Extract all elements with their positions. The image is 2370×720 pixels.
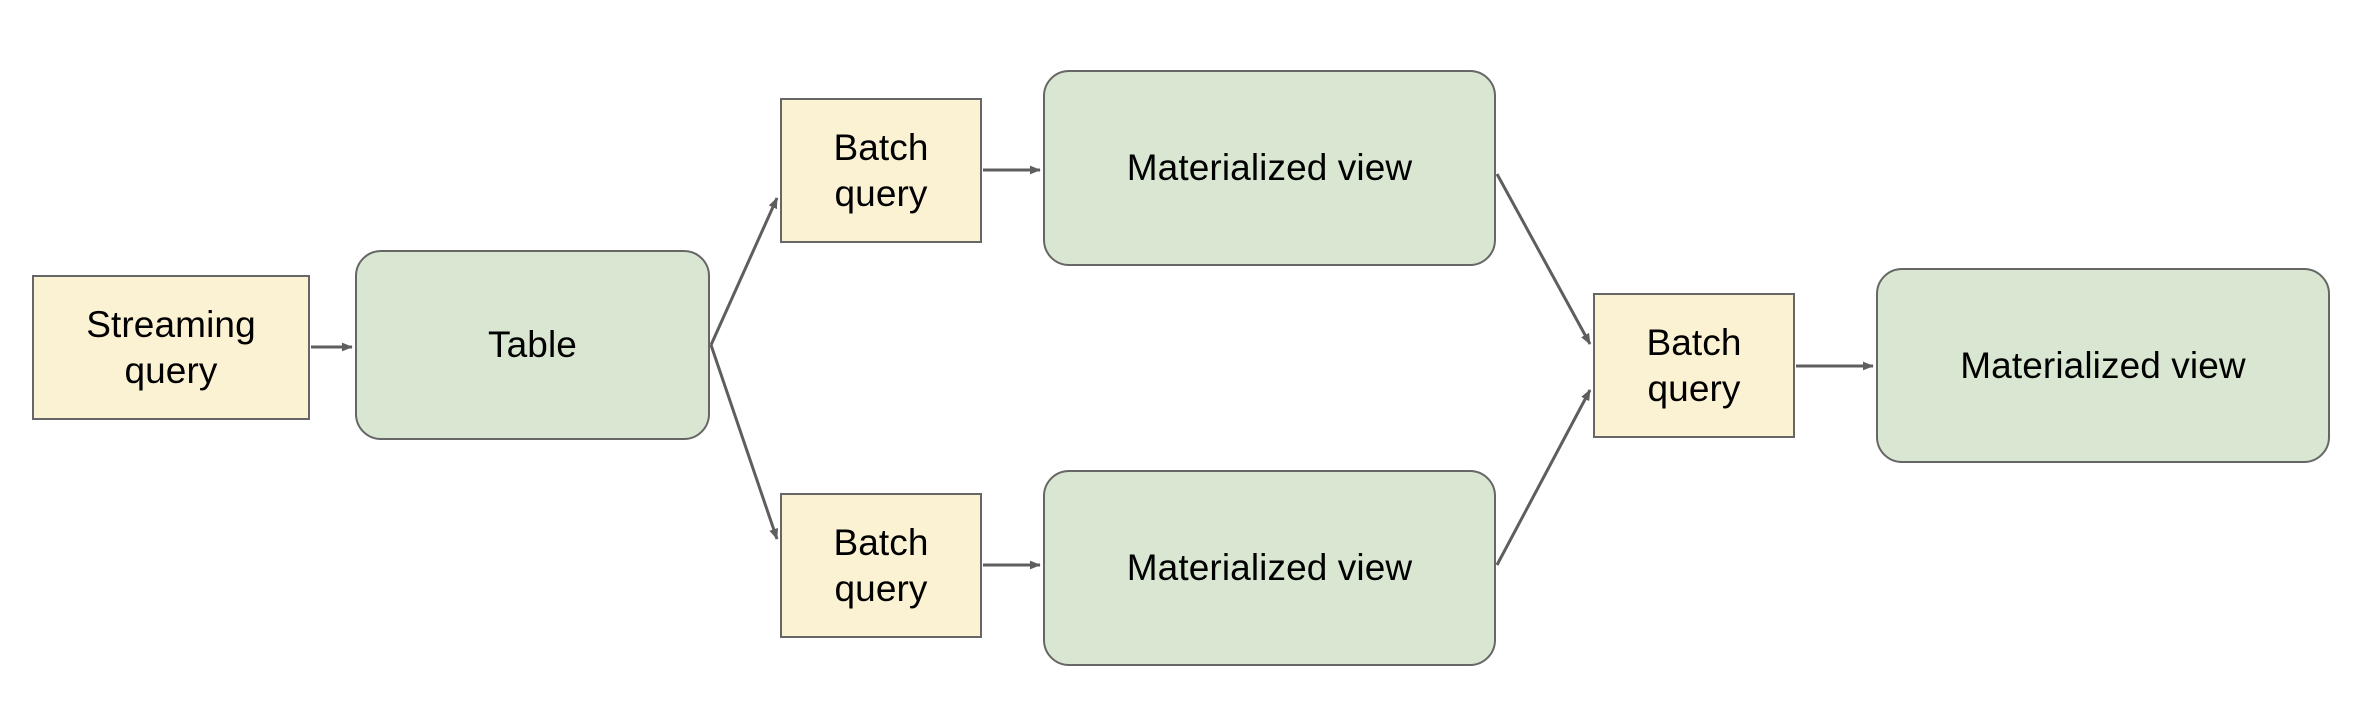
node-batch-query-top[interactable]: Batch query	[780, 98, 982, 243]
edge-mv-top-to-batch-center	[1495, 173, 1592, 345]
node-materialized-view-top[interactable]: Materialized view	[1043, 70, 1496, 266]
node-batch-query-top-label: Batch query	[833, 127, 929, 214]
edge-table-to-batch-bottom	[709, 344, 779, 540]
node-batch-query-center[interactable]: Batch query	[1593, 293, 1795, 438]
node-materialized-view-top-label: Materialized view	[1126, 147, 1413, 189]
node-streaming-query-label: Streaming query	[86, 304, 256, 391]
node-materialized-view-right-label: Materialized view	[1960, 344, 2246, 386]
node-table-label: Table	[488, 324, 577, 366]
node-materialized-view-bottom[interactable]: Materialized view	[1043, 470, 1496, 666]
edge-mv-bottom-to-batch-center	[1495, 389, 1592, 566]
node-materialized-view-bottom-label: Materialized view	[1126, 547, 1413, 589]
edge-table-to-batch-top	[709, 197, 779, 346]
node-materialized-view-right[interactable]: Materialized view	[1876, 268, 2330, 463]
node-batch-query-bottom[interactable]: Batch query	[780, 493, 982, 638]
node-table[interactable]: Table	[355, 250, 710, 440]
node-batch-query-center-label: Batch query	[1646, 322, 1742, 409]
node-batch-query-bottom-label: Batch query	[833, 522, 929, 609]
node-streaming-query[interactable]: Streaming query	[32, 275, 310, 420]
